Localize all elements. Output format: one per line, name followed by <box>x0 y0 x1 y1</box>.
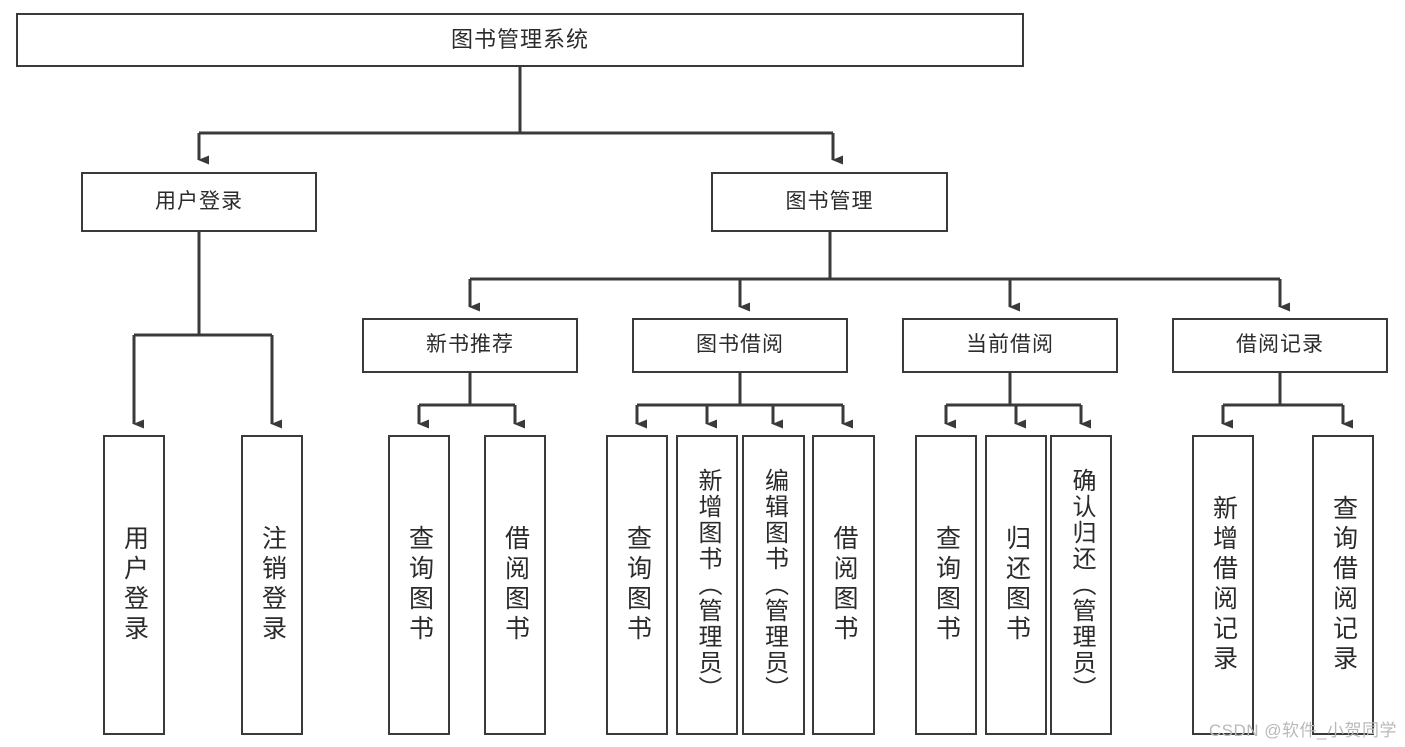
leaf-user-login-login[interactable]: 用户登录 <box>103 435 165 735</box>
leaf-current-return-book[interactable]: 归还图书 <box>985 435 1047 735</box>
leaf-current-query-book[interactable]: 查询图书 <box>915 435 977 735</box>
node-label: 图书管理系统 <box>450 27 589 53</box>
node-label: 新增借阅记录 <box>1209 495 1238 675</box>
node-label: 注销登录 <box>258 525 287 645</box>
watermark-text: CSDN @软件_小贺同学 <box>1208 721 1397 740</box>
node-label: 查询图书 <box>623 525 652 645</box>
node-book-borrow[interactable]: 图书借阅 <box>632 318 848 373</box>
node-label: 用户登录 <box>155 189 243 213</box>
leaf-borrow-edit-book-admin[interactable]: 编辑图书（管理员） <box>742 435 805 735</box>
node-user-login[interactable]: 用户登录 <box>81 172 317 232</box>
leaf-recommend-borrow-book[interactable]: 借阅图书 <box>484 435 546 735</box>
node-label: 归还图书 <box>1002 525 1031 645</box>
leaf-record-add-record[interactable]: 新增借阅记录 <box>1192 435 1254 735</box>
node-label: 确认归还（管理员） <box>1068 468 1095 702</box>
node-current-borrow[interactable]: 当前借阅 <box>902 318 1118 373</box>
node-label: 借阅记录 <box>1236 333 1324 357</box>
node-label: 查询借阅记录 <box>1329 495 1358 675</box>
node-label: 新书推荐 <box>426 333 514 357</box>
leaf-borrow-add-book-admin[interactable]: 新增图书（管理员） <box>676 435 738 735</box>
node-borrow-record[interactable]: 借阅记录 <box>1172 318 1388 373</box>
leaf-borrow-borrow-book[interactable]: 借阅图书 <box>812 435 875 735</box>
node-new-book-recommend[interactable]: 新书推荐 <box>362 318 578 373</box>
node-book-management-system[interactable]: 图书管理系统 <box>16 13 1024 67</box>
node-label: 借阅图书 <box>501 525 530 645</box>
leaf-current-confirm-return-admin[interactable]: 确认归还（管理员） <box>1050 435 1112 735</box>
node-label: 图书借阅 <box>696 333 784 357</box>
node-label: 编辑图书（管理员） <box>760 468 788 702</box>
node-label: 当前借阅 <box>966 333 1054 357</box>
node-label: 用户登录 <box>120 525 149 645</box>
node-label: 新增图书（管理员） <box>694 468 721 702</box>
leaf-recommend-query-book[interactable]: 查询图书 <box>388 435 450 735</box>
leaf-record-query-record[interactable]: 查询借阅记录 <box>1312 435 1374 735</box>
leaf-user-login-logout[interactable]: 注销登录 <box>241 435 303 735</box>
node-book-management[interactable]: 图书管理 <box>711 172 948 232</box>
node-label: 查询图书 <box>405 525 434 645</box>
node-label: 借阅图书 <box>830 525 858 645</box>
node-label: 图书管理 <box>785 189 874 213</box>
leaf-borrow-query-book[interactable]: 查询图书 <box>606 435 668 735</box>
node-label: 查询图书 <box>932 525 961 645</box>
